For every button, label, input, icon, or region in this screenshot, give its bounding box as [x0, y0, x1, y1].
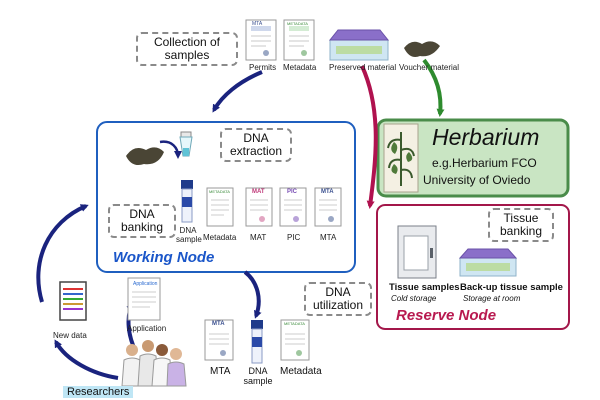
permits-document-icon: [245, 19, 277, 61]
cold-storage-freezer-icon: [397, 225, 437, 279]
wn-metadata-label: Metadata: [203, 233, 237, 242]
metadata-doc-header: METADATA: [287, 21, 308, 26]
preserved-to-reserve-arrow: [360, 65, 378, 209]
voucher-leaf-icon: [404, 41, 440, 57]
wn-mat-doc-icon: [245, 187, 273, 227]
herbarium-line2: University of Oviedo: [423, 173, 531, 187]
preserved-material-box-icon: [328, 29, 390, 61]
application-doc-header: Application: [133, 281, 158, 287]
cold-storage-label: Cold storage: [391, 294, 437, 303]
tissue-samples-label: Tissue samples: [389, 282, 460, 293]
dna-utilization-box: DNA utilization: [304, 282, 372, 316]
bottom-dna-tube-icon: [251, 320, 263, 364]
metadata-document-icon: [283, 19, 315, 61]
working-inner-arrow: [159, 140, 182, 159]
wn-mat-label: MAT: [250, 233, 267, 242]
dna-banking-box: DNA banking: [108, 204, 176, 238]
bottom-metadata-doc-icon: [280, 319, 310, 361]
researchers-label: Researchers: [63, 386, 134, 398]
wn-metadata-doc-icon: [206, 187, 234, 227]
permits-label: Permits: [249, 63, 277, 72]
bottom-dna-sample-label: DNA sample: [243, 366, 273, 386]
dna-extraction-box: DNA extraction: [220, 128, 292, 162]
backup-tissue-label: Back-up tissue sample: [460, 282, 563, 293]
preserved-material-label: Preserved material: [329, 63, 397, 72]
bottom-mta-doc-icon: [204, 319, 234, 361]
researchers-to-newdata-arrow: [54, 339, 119, 380]
backup-tissue-box-icon: [458, 248, 518, 277]
wn-mta-doc-header: MTA: [321, 189, 334, 195]
dry-leaf-icon: [126, 147, 164, 165]
working-node-title: Working Node: [113, 249, 215, 266]
new-data-label: New data: [53, 331, 87, 340]
herbarium-specimen-icon: [383, 123, 419, 193]
room-storage-label: Storage at room: [463, 294, 521, 303]
voucher-to-herbarium-arrow: [422, 58, 445, 117]
wn-mta-label: MTA: [320, 233, 337, 242]
wn-mta-doc-icon: [314, 187, 342, 227]
application-label: Application: [127, 324, 167, 333]
new-data-screen-icon: [59, 281, 87, 321]
voucher-material-label: Voucher material: [399, 63, 460, 72]
researchers-people-icon: [121, 340, 187, 387]
newdata-to-working-arrow: [36, 204, 89, 303]
wn-pic-doc-header: PIC: [287, 189, 298, 195]
wn-dna-sample-label: DNA sample: [176, 226, 202, 244]
bottom-mta-doc-header: MTA: [212, 321, 225, 327]
wn-metadata-doc-header: METADATA: [209, 189, 230, 194]
metadata-label: Metadata: [283, 63, 317, 72]
collection-of-samples-box: Collection of samples: [136, 32, 238, 66]
permits-doc-header: MTA: [252, 21, 263, 27]
collection-to-working-arrow: [212, 70, 263, 113]
herbarium-title: Herbarium: [432, 124, 540, 150]
herbarium-box: [376, 118, 570, 198]
wn-mat-doc-header: MAT: [252, 189, 265, 195]
dna-sample-tube-icon: [181, 180, 193, 223]
working-to-utilization-arrow: [243, 270, 262, 319]
application-doc-icon: [127, 277, 161, 321]
tissue-banking-box: Tissue banking: [488, 208, 554, 242]
bottom-metadata-label: Metadata: [280, 366, 322, 377]
reserve-node-title: Reserve Node: [396, 307, 497, 324]
extraction-tube-icon: [179, 131, 193, 157]
wn-pic-label: PIC: [287, 233, 301, 242]
bottom-mta-label: MTA: [210, 366, 231, 377]
wn-pic-doc-icon: [279, 187, 307, 227]
bottom-metadata-doc-header: METADATA: [284, 321, 305, 326]
herbarium-line1: e.g.Herbarium FCO: [432, 156, 537, 170]
